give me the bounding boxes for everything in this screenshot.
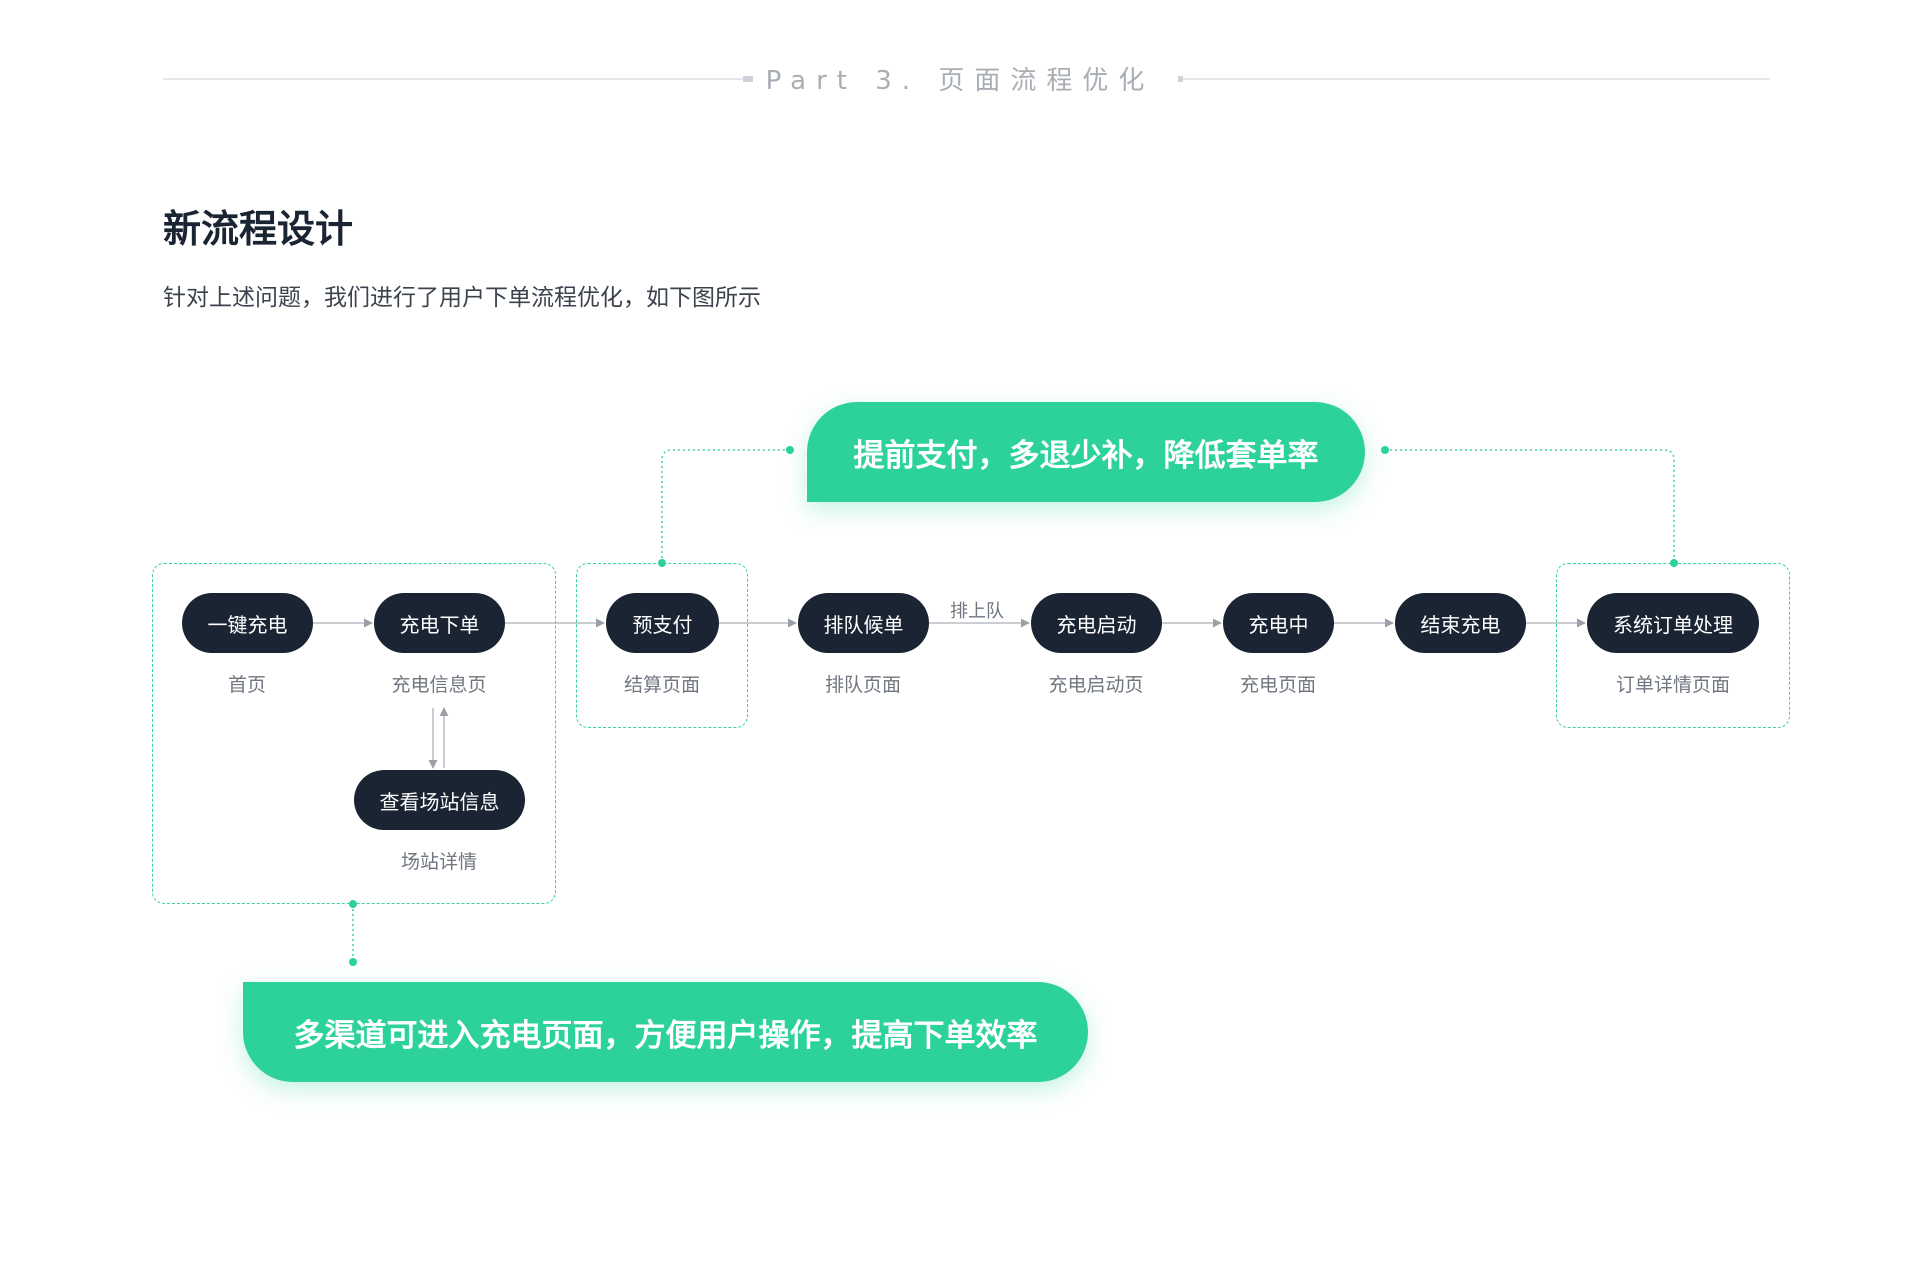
part-title: Part 3. 页面流程优化 bbox=[765, 66, 1155, 96]
header-divider-left-cap bbox=[743, 76, 753, 82]
caption-station-detail: 场站详情 bbox=[400, 851, 477, 873]
node-order-processing[interactable]: 系统订单处理 bbox=[1587, 593, 1759, 653]
dot-top-callout-right bbox=[1381, 446, 1389, 454]
node-charge-start[interactable]: 充电启动 bbox=[1031, 593, 1162, 653]
edge-label-queued: 排上队 bbox=[950, 601, 1004, 622]
dot-bottom-callout bbox=[349, 958, 357, 966]
link-prepay-callout bbox=[661, 449, 790, 563]
header-divider-right-cap bbox=[1178, 76, 1183, 82]
node-one-click-charge[interactable]: 一键充电 bbox=[182, 593, 313, 653]
node-prepay[interactable]: 预支付 bbox=[606, 593, 719, 653]
link-callout-order bbox=[1385, 449, 1675, 563]
section-description: 针对上述问题，我们进行了用户下单流程优化，如下图所示 bbox=[163, 285, 761, 311]
node-queue[interactable]: 排队候单 bbox=[798, 593, 929, 653]
node-charging[interactable]: 充电中 bbox=[1223, 593, 1334, 653]
caption-charge-start-page: 充电启动页 bbox=[1048, 674, 1144, 696]
caption-order-detail: 订单详情页面 bbox=[1615, 674, 1730, 696]
callout-prepay-benefit: 提前支付，多退少补，降低套单率 bbox=[807, 402, 1365, 502]
caption-charge-info: 充电信息页 bbox=[391, 674, 487, 696]
caption-charging-page: 充电页面 bbox=[1239, 674, 1316, 696]
callout-multichannel-benefit: 多渠道可进入充电页面，方便用户操作，提高下单效率 bbox=[243, 982, 1088, 1082]
node-charge-order[interactable]: 充电下单 bbox=[374, 593, 505, 653]
caption-checkout: 结算页面 bbox=[623, 674, 700, 696]
header-divider-left bbox=[163, 78, 745, 80]
caption-queue-page: 排队页面 bbox=[824, 674, 901, 696]
node-end-charge[interactable]: 结束充电 bbox=[1395, 593, 1526, 653]
node-view-station[interactable]: 查看场站信息 bbox=[354, 770, 525, 830]
group-prepay bbox=[576, 563, 748, 728]
group-order-processing bbox=[1556, 563, 1790, 728]
dot-top-callout-left bbox=[786, 446, 794, 454]
header-divider-right bbox=[1182, 78, 1770, 80]
section-title: 新流程设计 bbox=[163, 207, 354, 251]
group-entry-pages bbox=[152, 563, 556, 904]
caption-home: 首页 bbox=[227, 674, 266, 696]
